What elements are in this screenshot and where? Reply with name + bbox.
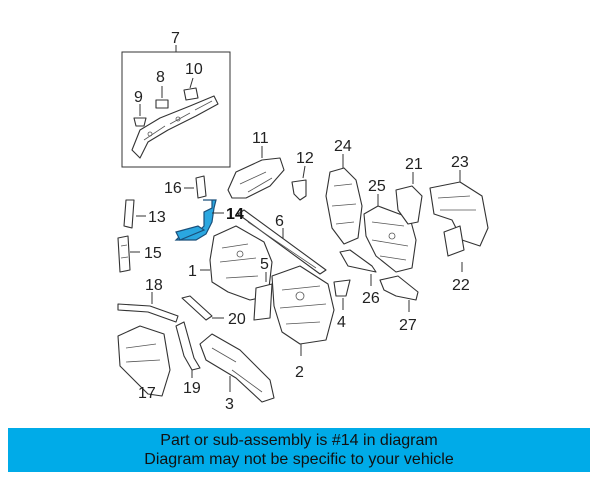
part-2-wheelhouse: [271, 265, 335, 356]
part-24-panel: [325, 154, 363, 245]
part-12-bracket: [291, 165, 307, 201]
part-10-clip: [183, 77, 199, 101]
callout-26: 26: [362, 290, 380, 307]
part-20-strip: [181, 295, 224, 321]
callout-18: 18: [145, 277, 163, 294]
callout-15: 15: [144, 245, 162, 262]
part-14-highlighted-bracket: [174, 199, 224, 241]
part-23-panel: [429, 170, 489, 247]
part-6-strip: [237, 209, 327, 275]
callout-17: 17: [138, 385, 156, 402]
part-19-strip: [175, 321, 201, 378]
callout-16: 16: [164, 180, 182, 197]
banner-line-part-number: Part or sub-assembly is #14 in diagram: [160, 432, 438, 449]
callout-14: 14: [226, 206, 244, 223]
part-13-bracket: [123, 199, 146, 229]
banner-line-disclaimer: Diagram may not be specific to your vehi…: [144, 451, 454, 468]
callout-25: 25: [368, 178, 386, 195]
callout-23: 23: [451, 154, 469, 171]
part-17-panel: [117, 325, 171, 397]
part-22-bracket: [443, 225, 465, 272]
part-11-upper-apron: [227, 146, 285, 199]
callout-4: 4: [337, 314, 346, 331]
part-5-panel: [253, 272, 273, 321]
callout-24: 24: [334, 138, 352, 155]
callout-13: 13: [148, 209, 166, 226]
part-15-bracket: [117, 235, 140, 273]
callout-27: 27: [399, 317, 417, 334]
callout-21: 21: [405, 156, 423, 173]
part-27-bracket: [379, 275, 419, 312]
part-9-bracket: [133, 104, 147, 127]
part-16-bracket: [184, 175, 207, 199]
callout-2: 2: [295, 364, 304, 381]
callout-20: 20: [228, 311, 246, 328]
callout-1: 1: [188, 263, 197, 280]
part-18-strip: [117, 292, 179, 323]
parts-diagram-svg: 7 8 9 10 11 12 24 21 23 25 16 13 14 6 15…: [117, 30, 489, 413]
callout-19: 19: [183, 380, 201, 397]
callout-11: 11: [252, 130, 269, 147]
part-7-group-box: [121, 45, 231, 168]
part-26-bracket: [339, 249, 377, 286]
callout-12: 12: [296, 150, 314, 167]
part-1-panel: [200, 225, 273, 301]
part-7-rail: [131, 95, 219, 159]
part-4-bracket: [333, 279, 351, 310]
callout-9: 9: [134, 89, 143, 106]
callout-7: 7: [171, 30, 180, 47]
part-25-panel: [363, 194, 417, 273]
part-8-clip: [155, 86, 169, 109]
callout-22: 22: [452, 277, 470, 294]
info-banner: Part or sub-assembly is #14 in diagram D…: [8, 428, 590, 472]
part-21-bracket: [395, 172, 423, 225]
part-3-lower-rail: [199, 333, 275, 403]
callout-8: 8: [156, 69, 165, 86]
callout-6: 6: [275, 213, 284, 230]
callout-10: 10: [185, 61, 203, 78]
parts-diagram: 7 8 9 10 11 12 24 21 23 25 16 13 14 6 15…: [117, 30, 489, 413]
callout-3: 3: [225, 396, 234, 413]
callout-5: 5: [260, 256, 269, 273]
